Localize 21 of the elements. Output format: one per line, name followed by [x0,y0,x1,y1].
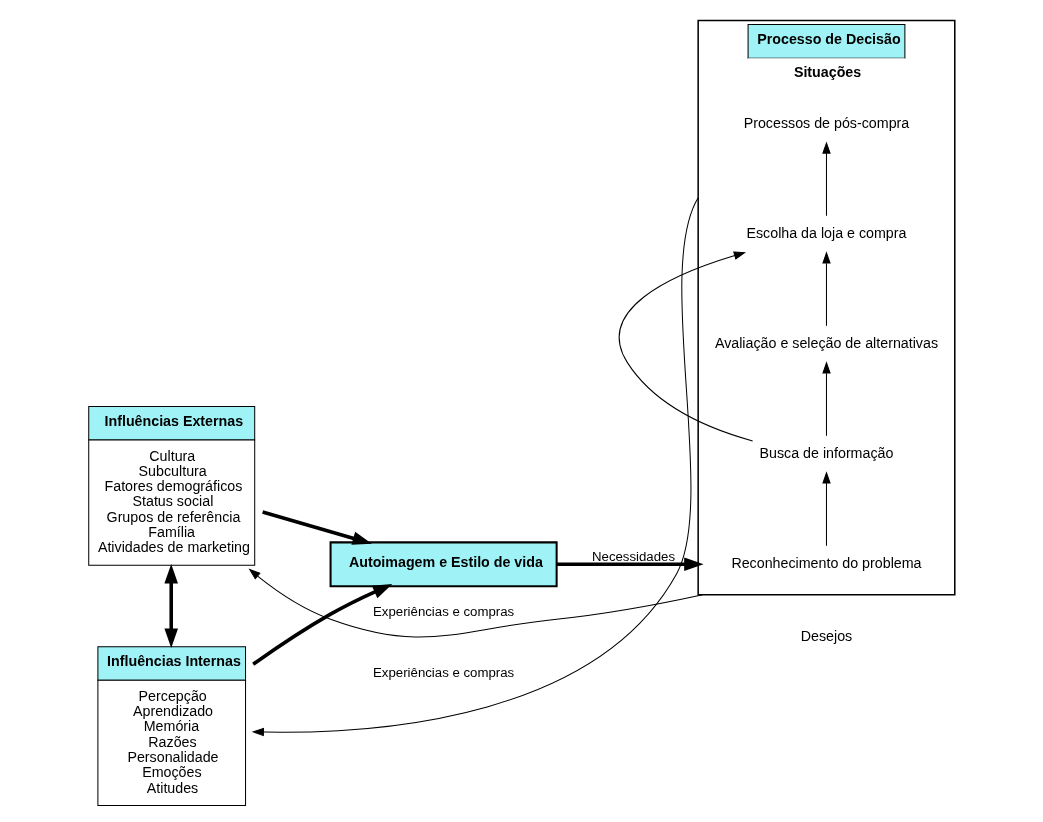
label: Desejos [800,628,853,645]
arrow [248,568,704,638]
node-text: Busca de informação [759,445,894,462]
arrow [252,584,393,666]
arrow [618,251,754,442]
arrow [822,471,831,547]
arrow [164,564,178,648]
arrow [262,510,372,545]
node-text: Processos de pós-compra [743,115,910,132]
node-text: Escolha da loja e compra [746,225,907,242]
edge-label: Experiências e compras [373,603,515,619]
arrow [822,141,831,217]
node-text: Reconhecimento do problema [731,555,922,572]
arrow [822,251,831,327]
edge-label: Necessidades [592,548,676,564]
arrow [822,361,831,437]
node-text: Avaliação e seleção de alternativas [714,335,939,352]
node-box: Autoimagem e Estilo de vida [329,541,558,588]
edge-label: Experiências e compras [373,664,515,680]
arrow [251,197,699,737]
arrow [556,557,704,572]
